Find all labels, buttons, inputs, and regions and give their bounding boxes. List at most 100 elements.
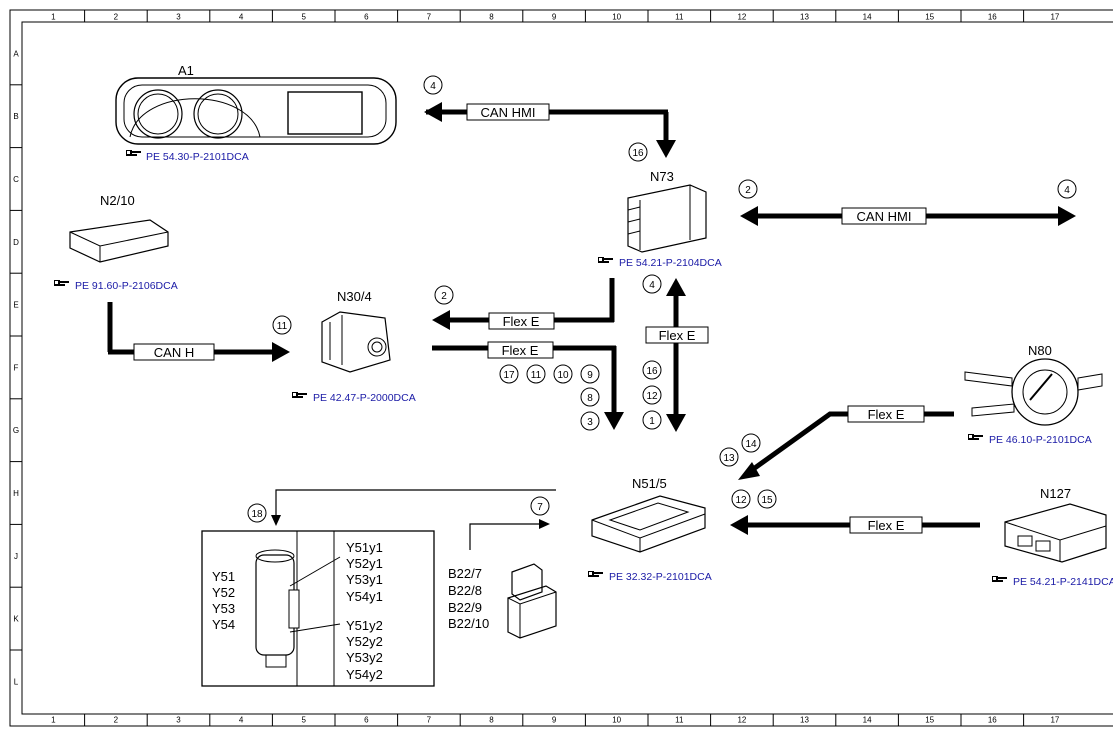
grid-col-label: 3 [176,716,181,725]
flex-e-vertical-label: Flex E [659,328,696,343]
pump-rt-1: Y51y1 [346,540,383,555]
grid-col-label: 4 [239,716,244,725]
pump-rb-2: Y52y2 [346,634,383,649]
svg-text:12: 12 [735,495,747,506]
n51-5-label: N51/5 [632,476,667,491]
grid-col-label: 12 [737,716,746,725]
n73-label: N73 [650,169,674,184]
a1-ref: PE 54.30-P-2101DCA [146,151,249,163]
marker: 13 [719,447,739,467]
bus-flex-e-lower: Flex E [432,341,624,430]
bus-can-hmi-right: CAN HMI [740,206,1076,226]
marker: 14 [741,433,761,453]
grid-col-label: 5 [301,716,306,725]
svg-text:8: 8 [587,393,593,404]
pump-left-1: Y51 [212,569,235,584]
flex-e-n80-label: Flex E [868,407,905,422]
component-sensors: B22/7 B22/8 B22/9 B22/10 [448,563,557,639]
pump-rb-4: Y54y2 [346,667,383,682]
grid-col-label: 10 [612,716,621,725]
svg-text:15: 15 [761,495,773,506]
pump-rt-3: Y53y1 [346,572,383,587]
component-n80: N80 PE 46.10-P-2101DCA [964,343,1103,446]
bus-flex-e-n80: Flex E [738,405,954,480]
marker: 4 [1057,179,1077,199]
grid-col-label: 1 [51,716,56,725]
marker: 8 [580,387,600,407]
grid-col-label: 14 [863,716,872,725]
svg-text:13: 13 [723,453,735,464]
grid-row-label: G [13,426,19,435]
grid-col-label: 5 [301,13,306,22]
svg-text:11: 11 [531,370,542,381]
can-hmi-right-label: CAN HMI [857,209,912,224]
grid-labels: 1122334455667788991010111112121313141415… [10,10,1060,726]
grid-col-label: 17 [1050,716,1059,725]
n2-10-ref: PE 91.60-P-2106DCA [75,280,178,292]
n73-ref: PE 54.21-P-2104DCA [619,257,722,269]
pump-rt-2: Y52y1 [346,556,383,571]
component-n2-10: N2/10 PE 91.60-P-2106DCA [54,193,178,292]
svg-text:12: 12 [646,391,658,402]
svg-text:17: 17 [503,370,515,381]
flex-e-lower-label: Flex E [502,343,539,358]
svg-text:14: 14 [745,439,757,450]
grid-col-label: 9 [552,716,557,725]
bus-flex-e-vertical: Flex E [645,278,709,432]
grid-col-label: 12 [737,13,746,22]
n51-5-ref: PE 32.32-P-2101DCA [609,571,712,583]
svg-text:4: 4 [430,81,436,92]
svg-text:4: 4 [649,280,655,291]
grid-col-label: 4 [239,13,244,22]
a1-label: A1 [178,63,194,78]
pump-left-2: Y52 [212,585,235,600]
grid-col-label: 10 [612,13,621,22]
marker: 2 [738,179,758,199]
thin-line-pump [271,489,556,526]
n2-10-label: N2/10 [100,193,135,208]
marker: 16 [628,142,648,162]
grid-col-label: 15 [925,13,934,22]
marker: 7 [530,496,550,516]
grid-col-label: 3 [176,13,181,22]
grid-col-label: 11 [675,716,684,725]
svg-text:10: 10 [557,370,569,381]
grid-col-label: 16 [988,13,997,22]
grid-row-label: A [13,49,19,58]
sensor-2: B22/8 [448,583,482,598]
sensor-3: B22/9 [448,600,482,615]
component-n73: N73 PE 54.21-P-2104DCA [598,169,722,269]
svg-text:9: 9 [587,370,593,381]
bus-can-hmi-top: CAN HMI [424,102,676,158]
marker: 4 [423,75,443,95]
svg-text:3: 3 [587,417,593,428]
grid-col-label: 9 [552,13,557,22]
grid-col-label: 13 [800,13,809,22]
flex-e-upper-label: Flex E [503,314,540,329]
sensor-1: B22/7 [448,566,482,581]
marker: 10 [553,364,573,384]
n30-4-ref: PE 42.47-P-2000DCA [313,392,416,404]
grid-col-label: 13 [800,716,809,725]
pump-left-4: Y54 [212,617,235,632]
marker: 11 [272,315,292,335]
n30-4-label: N30/4 [337,289,372,304]
pump-rb-3: Y53y2 [346,650,383,665]
marker: 11 [526,364,546,384]
grid-col-label: 15 [925,716,934,725]
svg-text:7: 7 [537,502,543,513]
marker: 1 [642,410,662,430]
svg-text:11: 11 [277,321,288,332]
marker: 16 [642,360,662,380]
grid-col-label: 17 [1050,13,1059,22]
grid-col-label: 7 [427,13,432,22]
grid-row-label: B [13,112,18,121]
grid-row-label: E [13,301,18,310]
frame-inner [21,21,1113,715]
bus-can-h: CAN H [107,302,290,362]
component-a1: A1 PE 54.30-P-2101DCA [115,63,397,163]
grid-col-label: 16 [988,716,997,725]
marker: 12 [642,385,662,405]
bus-flex-e-upper: Flex E [432,278,615,330]
